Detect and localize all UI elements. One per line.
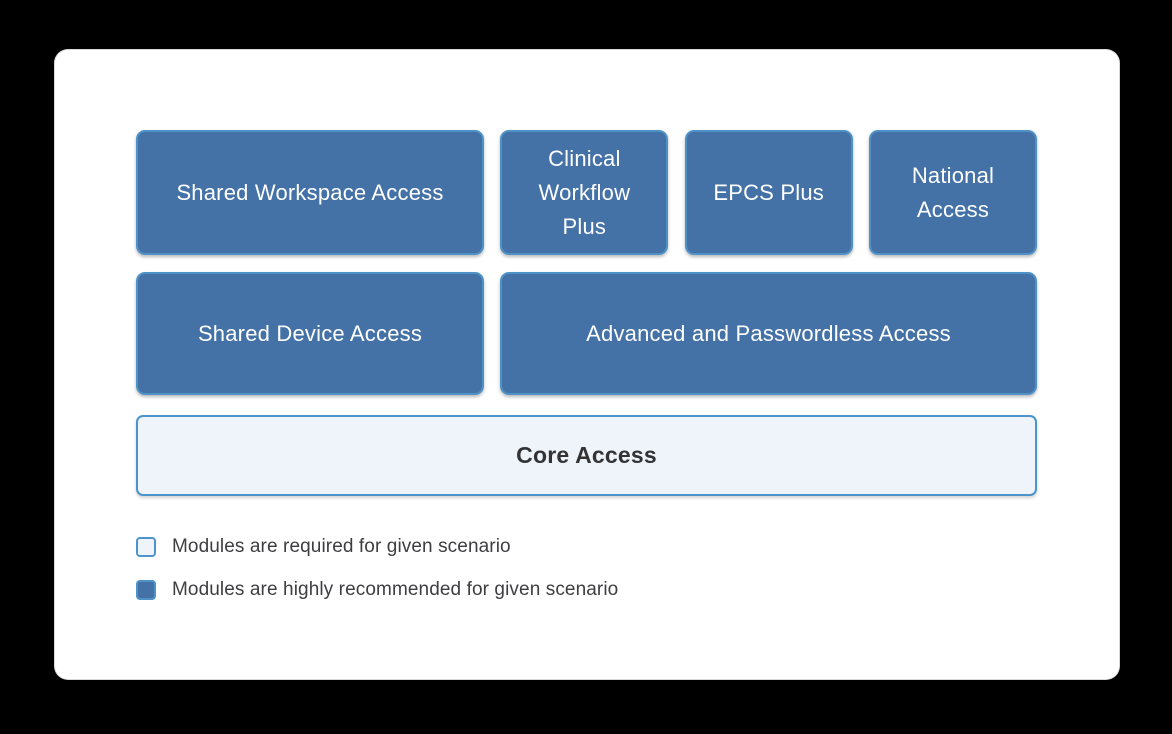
module-box-shared-workspace-access: Shared Workspace Access — [136, 130, 484, 255]
module-label: EPCS Plus — [713, 179, 824, 205]
module-label: Core Access — [516, 442, 657, 468]
module-box-national-access: National Access — [868, 130, 1037, 255]
module-box-epcs-plus: EPCS Plus — [684, 130, 853, 255]
module-box-shared-device-access: Shared Device Access — [136, 272, 484, 395]
module-row-2: Shared Device Access Advanced and Passwo… — [136, 272, 1037, 395]
module-label: Shared Workspace Access — [176, 179, 444, 205]
diagram-card: Shared Workspace Access Clinical Workflo… — [55, 50, 1119, 679]
module-box-advanced-passwordless-access: Advanced and Passwordless Access — [500, 272, 1037, 395]
module-label: National Access — [911, 162, 995, 222]
legend-label: Modules are required for given scenario — [172, 536, 511, 557]
module-label: Clinical Workflow Plus — [538, 145, 631, 239]
module-box-clinical-workflow-plus: Clinical Workflow Plus — [500, 130, 669, 255]
required-swatch-icon — [136, 537, 156, 557]
recommended-swatch-icon — [136, 580, 156, 600]
module-box-core-access: Core Access — [136, 415, 1037, 496]
module-row-1: Shared Workspace Access Clinical Workflo… — [136, 130, 1037, 255]
legend-label: Modules are highly recommended for given… — [172, 579, 619, 600]
legend: Modules are required for given scenario … — [136, 536, 1037, 600]
legend-item-recommended: Modules are highly recommended for given… — [136, 579, 1037, 600]
legend-item-required: Modules are required for given scenario — [136, 536, 1037, 557]
module-label: Advanced and Passwordless Access — [586, 320, 951, 346]
modules-diagram: Shared Workspace Access Clinical Workflo… — [136, 130, 1037, 600]
module-label: Shared Device Access — [197, 320, 423, 346]
